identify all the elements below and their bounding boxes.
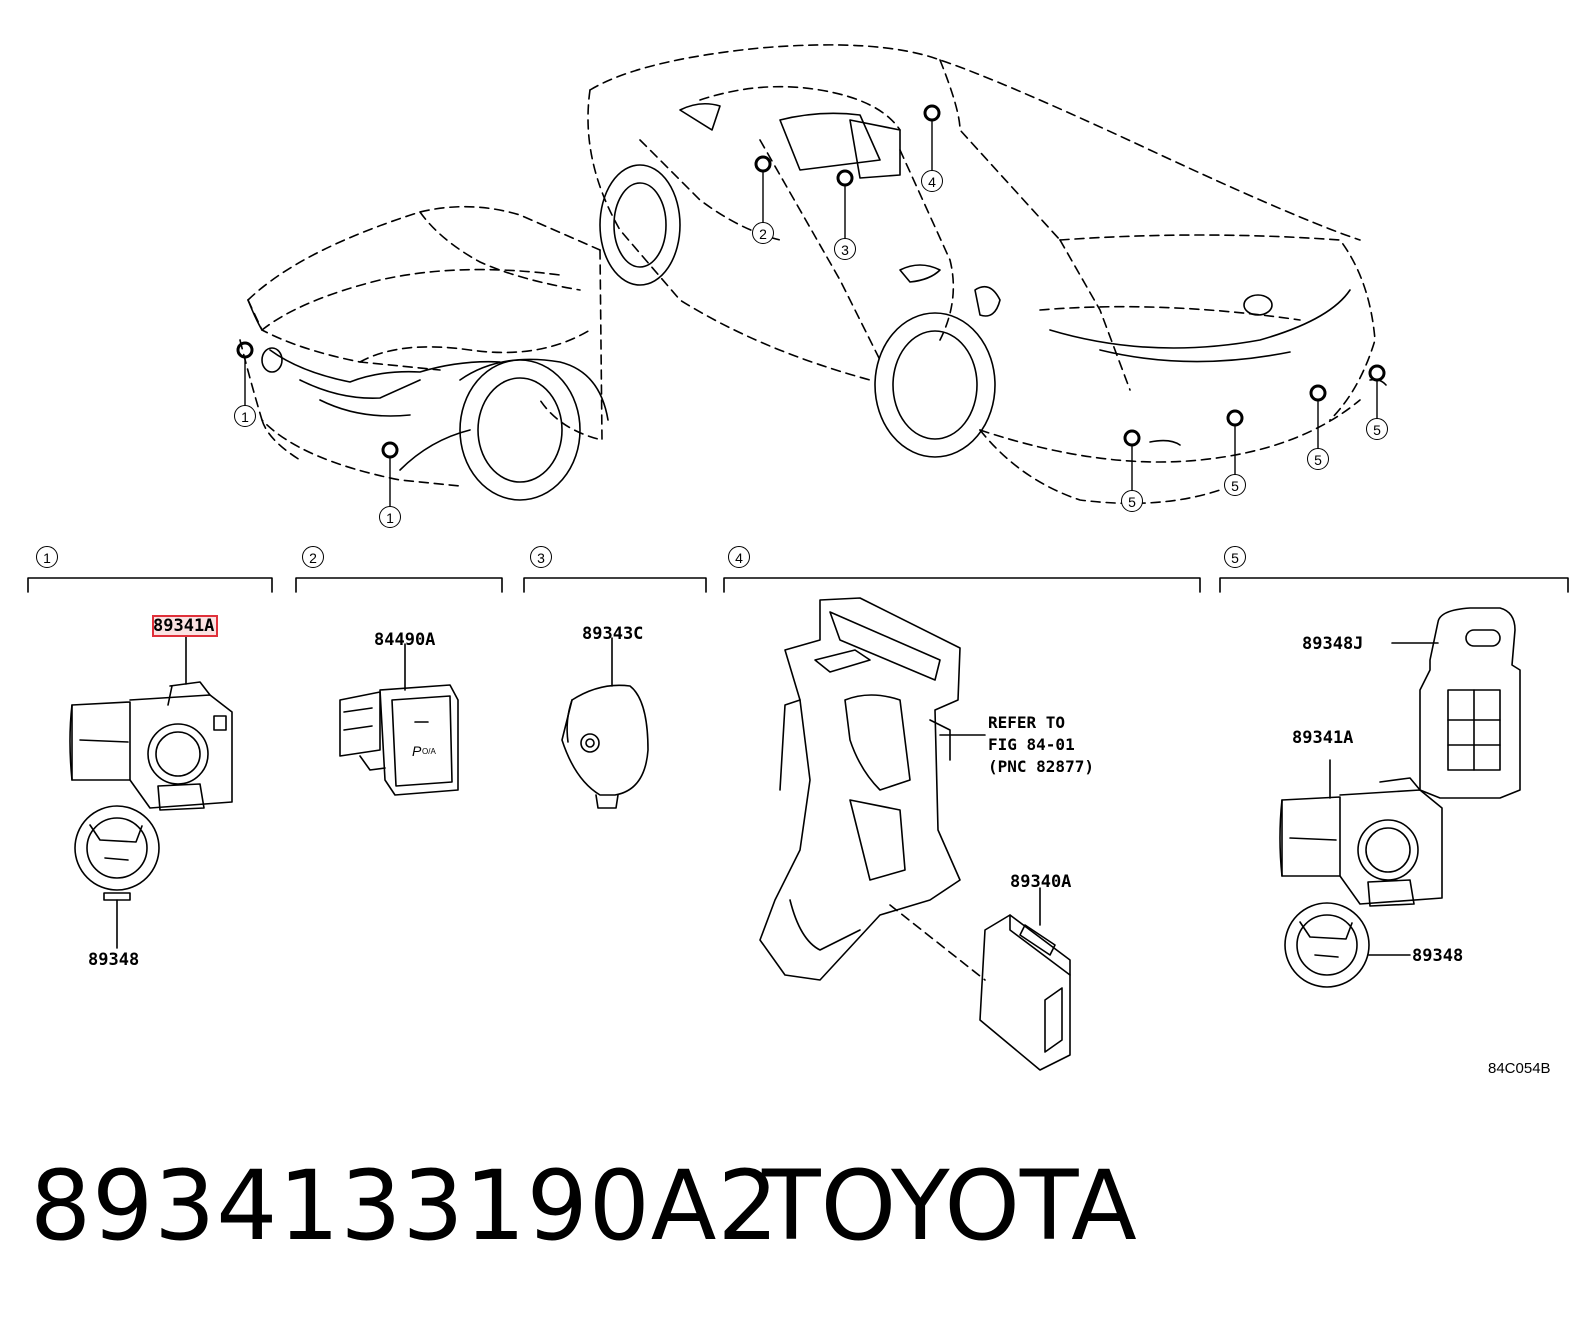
s4-ecu-label[interactable]: 89340A — [1010, 872, 1072, 892]
callout-5-rear-3: 5 — [1307, 448, 1329, 470]
s5-bracket-label[interactable]: 89348J — [1302, 634, 1364, 654]
callout-5-rear-4: 5 — [1366, 418, 1388, 440]
s4-ecu-drawing — [889, 887, 1071, 1071]
callout-1-front-lower: 1 — [379, 506, 401, 528]
svg-text:O/A: O/A — [422, 747, 436, 756]
front-car-solid-lines — [247, 299, 609, 501]
section-3-number: 3 — [530, 546, 552, 568]
refer-line-1: REFER TO — [988, 713, 1066, 732]
rear-car-illustration — [587, 44, 1376, 505]
figure-code: 84C054B — [1488, 1060, 1551, 1077]
location-leaders — [244, 119, 1378, 507]
section-4-number: 4 — [728, 546, 750, 568]
callout-5-rear-1: 5 — [1121, 490, 1143, 512]
s3-buzzer-drawing — [561, 637, 649, 809]
s4-frame-drawing — [759, 597, 986, 981]
location-markers — [236, 104, 1386, 459]
callout-4: 4 — [921, 170, 943, 192]
section-brackets — [27, 577, 1569, 593]
s1-sensor-drawing — [69, 636, 233, 811]
callout-3: 3 — [834, 238, 856, 260]
footer-part-number: 8934133190A2 — [30, 1150, 780, 1262]
s3-buzzer-label[interactable]: 89343C — [582, 624, 644, 644]
front-car-illustration — [239, 205, 603, 487]
section-2-number: 2 — [302, 546, 324, 568]
refer-line-3: (PNC 82877) — [988, 757, 1094, 776]
s5-sensor-label[interactable]: 89341A — [1292, 728, 1354, 748]
callout-2: 2 — [752, 222, 774, 244]
s2-switch-label[interactable]: 84490A — [374, 630, 436, 650]
refer-note: REFER TO FIG 84-01 (PNC 82877) — [988, 712, 1094, 778]
section-1-number: 1 — [36, 546, 58, 568]
footer-brand: TOYOTA — [762, 1150, 1137, 1262]
s1-retainer-label[interactable]: 89348 — [88, 950, 140, 970]
part-number-highlight — [152, 615, 218, 637]
s5-sensor-drawing — [1279, 759, 1443, 907]
s1-retainer-drawing — [74, 805, 160, 949]
s5-retainer-drawing — [1284, 902, 1411, 988]
refer-line-2: FIG 84-01 — [988, 735, 1075, 754]
s2-switch-drawing: P O/A — [339, 643, 459, 796]
s5-retainer-label[interactable]: 89348 — [1412, 946, 1464, 966]
rear-car-solid-lines — [599, 102, 1387, 458]
section-5-number: 5 — [1224, 546, 1246, 568]
callout-5-rear-2: 5 — [1224, 474, 1246, 496]
s1-sensor-label[interactable]: 89341A — [153, 616, 215, 636]
callout-1-front-upper: 1 — [234, 405, 256, 427]
svg-text:P: P — [412, 743, 422, 759]
s5-bracket-drawing — [1391, 607, 1521, 799]
